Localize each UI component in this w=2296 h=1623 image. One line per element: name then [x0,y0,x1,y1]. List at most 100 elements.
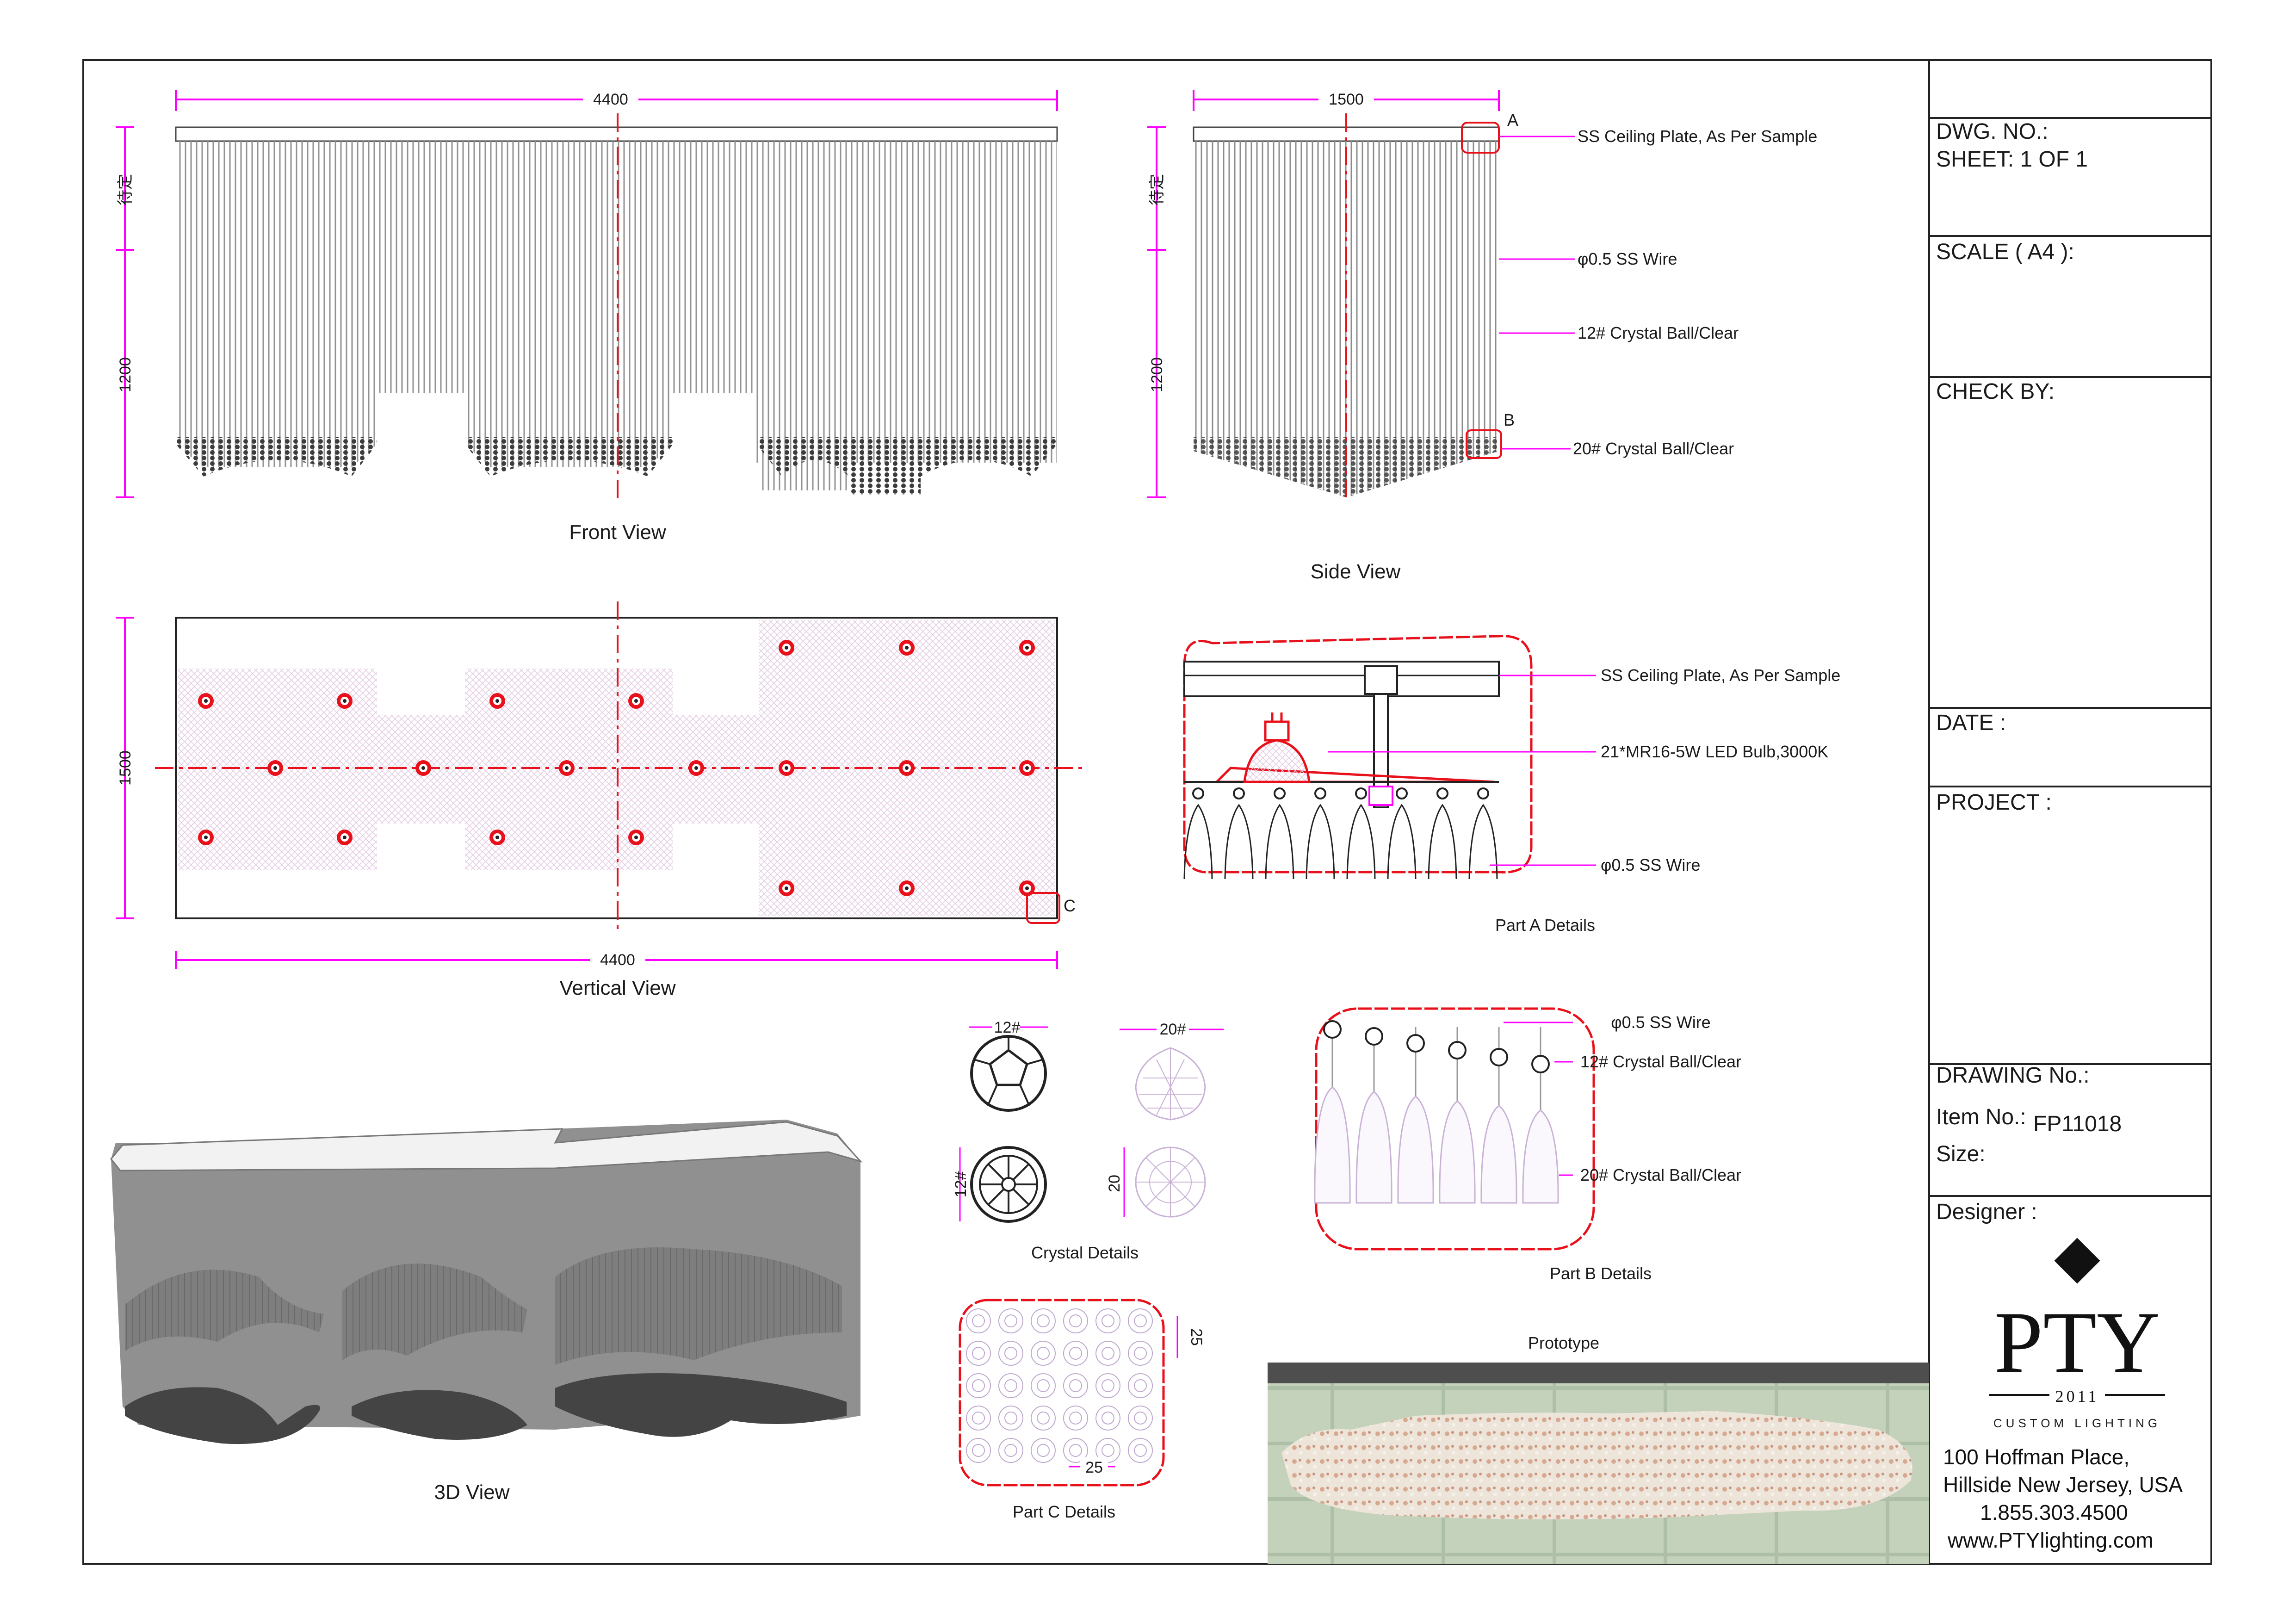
grid-crystal [1128,1308,1153,1333]
part-a-nut [1364,665,1398,695]
sheet-label: SHEET: 1 OF 1 [1936,147,2088,172]
logo-tagline: CUSTOM LIGHTING [1993,1416,2161,1430]
3d-bottom-beads-right [555,1373,847,1437]
crystal-12-dimension: 12# [952,1171,970,1198]
front-ceiling-plate [175,126,1058,142]
part-b-revision-cloud [1315,1007,1595,1251]
part-a-led-bulb [1243,739,1311,783]
light-point [899,880,915,896]
light-point [489,830,505,845]
website: www.PTYlighting.com [1947,1528,2154,1552]
part-c-horizontal-dimension: 25 [1085,1459,1103,1476]
front-width-label: 4400 [593,91,628,108]
3d-tier-right [555,1247,842,1365]
plan-light-points [198,640,1035,896]
part-b-callout-wire: φ0.5 SS Wire [1611,1013,1710,1032]
grid-crystal [1128,1341,1153,1366]
part-a-ceiling-plate [1183,661,1500,697]
crystal-12-label: 12# [994,1019,1021,1036]
crystal-20-ball [1135,1047,1206,1121]
grid-crystal [1063,1406,1088,1431]
grid-crystal [1063,1438,1088,1463]
front-gap-left [377,393,465,463]
grid-crystal [1031,1406,1056,1431]
grid-crystal [998,1308,1023,1333]
light-point [688,760,704,776]
3d-tier-left [125,1270,324,1351]
crystal-drop [1183,787,1213,880]
plan-marker-c-box [1026,892,1060,924]
part-a-callout-led-bulb: 21*MR16-5W LED Bulb,3000K [1601,742,1828,761]
vertical-view: C 1500 4400 Vertical View [116,601,1083,999]
grid-crystal [1063,1373,1088,1398]
grid-crystal [966,1406,991,1431]
crystal-20-top-view [1135,1146,1206,1218]
item-no-value: FP11018 [2033,1112,2122,1136]
part-c-title: Part C Details [1013,1502,1115,1521]
grid-crystal [1128,1373,1153,1398]
title-block: DWG. NO.: SHEET: 1 OF 1 SCALE ( A4 ): CH… [1929,117,2211,1552]
front-bottom-beads-left [176,437,377,477]
crystal-drop [1428,787,1457,880]
crystal-strand [1522,1027,1559,1204]
3d-view-title: 3D View [434,1481,509,1504]
3d-bottom-beads-left [125,1387,320,1444]
light-point [1019,760,1035,776]
item-no-label: Item No.: [1936,1105,2026,1129]
crystal-20-label: 20# [1160,1021,1186,1038]
scale-label: SCALE ( A4 ): [1936,240,2074,264]
grid-crystal [1031,1308,1056,1333]
pty-logo: PTY 2011 CUSTOM LIGHTING [1989,1238,2165,1430]
3d-view: 3D View [110,1120,863,1504]
part-c-details: 25 25 Part C Details [959,1299,1205,1521]
title-block-frame [1928,59,2212,1565]
grid-crystal [1128,1406,1153,1431]
light-point [628,830,644,845]
crystal-strand [1355,1027,1392,1204]
3d-ceiling-plate [110,1121,863,1171]
project-label: PROJECT : [1936,790,2052,815]
crystal-details: 12# 12# 20# [952,1016,1224,1262]
grid-crystal [1031,1373,1056,1398]
drawing-no-label: DRAWING No.: [1936,1063,2090,1088]
grid-crystal [1063,1341,1088,1366]
side-marker-b-box [1466,429,1502,459]
crystal-20-dimension: 20 [1106,1175,1123,1192]
side-width-label: 1500 [1329,91,1364,108]
grid-crystal [966,1341,991,1366]
crystal-strand [1439,1027,1476,1204]
prototype-title: Prototype [1528,1333,1599,1352]
designer-label: Designer : [1936,1200,2037,1224]
light-point [267,760,283,776]
front-crystal-curtain [176,141,1057,490]
crystal-12-ball [970,1035,1047,1112]
side-marker-b: B [1504,410,1515,429]
phone-number: 1.855.303.4500 [1980,1500,2128,1524]
plan-width-label: 4400 [600,951,635,969]
side-callout-wire: φ0.5 SS Wire [1578,249,1677,268]
dwg-no-label: DWG. NO.: [1936,119,2048,144]
grid-crystal [966,1373,991,1398]
part-c-crystal-grid [966,1308,1153,1463]
side-view: 1500 待定 1200 A B SS Ceiling Plate, As Pe… [1147,88,1817,583]
check-by-label: CHECK BY: [1936,379,2055,404]
part-b-callout-crystal-12: 12# Crystal Ball/Clear [1580,1052,1741,1071]
size-label: Size: [1936,1142,1986,1166]
address-line-1: 100 Hoffman Place, [1943,1445,2129,1469]
part-a-revision-cloud [1183,635,1533,873]
prototype: Prototype [1268,1333,1929,1564]
grid-crystal [966,1308,991,1333]
light-point [628,693,644,709]
grid-crystal [966,1438,991,1463]
side-callout-crystal-20: 20# Crystal Ball/Clear [1573,439,1734,458]
light-point [415,760,431,776]
light-point [559,760,575,776]
front-height-label: 1200 [117,357,134,392]
plan-height-label: 1500 [117,750,134,786]
front-gap-right [673,393,756,463]
crystal-strand [1314,1020,1351,1204]
grid-crystal [1095,1406,1120,1431]
part-a-callout-wire: φ0.5 SS Wire [1601,855,1700,874]
logo-wordmark: PTY [1994,1294,2160,1391]
grid-crystal [998,1373,1023,1398]
